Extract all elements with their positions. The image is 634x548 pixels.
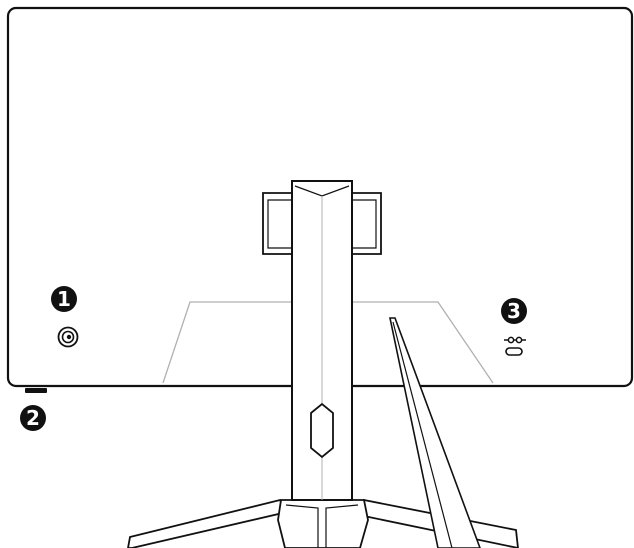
- lock-slot-icon: [505, 347, 523, 356]
- cable-management-hole: [310, 402, 334, 459]
- joystick-icon: [57, 326, 79, 348]
- callout-2-number: 2: [26, 406, 40, 430]
- rear-contour-left: [162, 301, 292, 384]
- mount-bracket-left: [262, 192, 293, 255]
- stand-column: [291, 180, 353, 501]
- callout-3-number: 3: [507, 299, 521, 323]
- callout-1-marker: 1: [51, 286, 77, 312]
- callout-2-marker: 2: [20, 405, 46, 431]
- callout-1-number: 1: [57, 287, 71, 311]
- rear-contour-right: [352, 301, 494, 384]
- power-button-bar: [25, 388, 47, 393]
- lock-symbol-icon: [504, 336, 526, 344]
- stand-rear-strut: [389, 317, 481, 548]
- callout-3-marker: 3: [501, 298, 527, 324]
- mount-bracket-right: [351, 192, 382, 255]
